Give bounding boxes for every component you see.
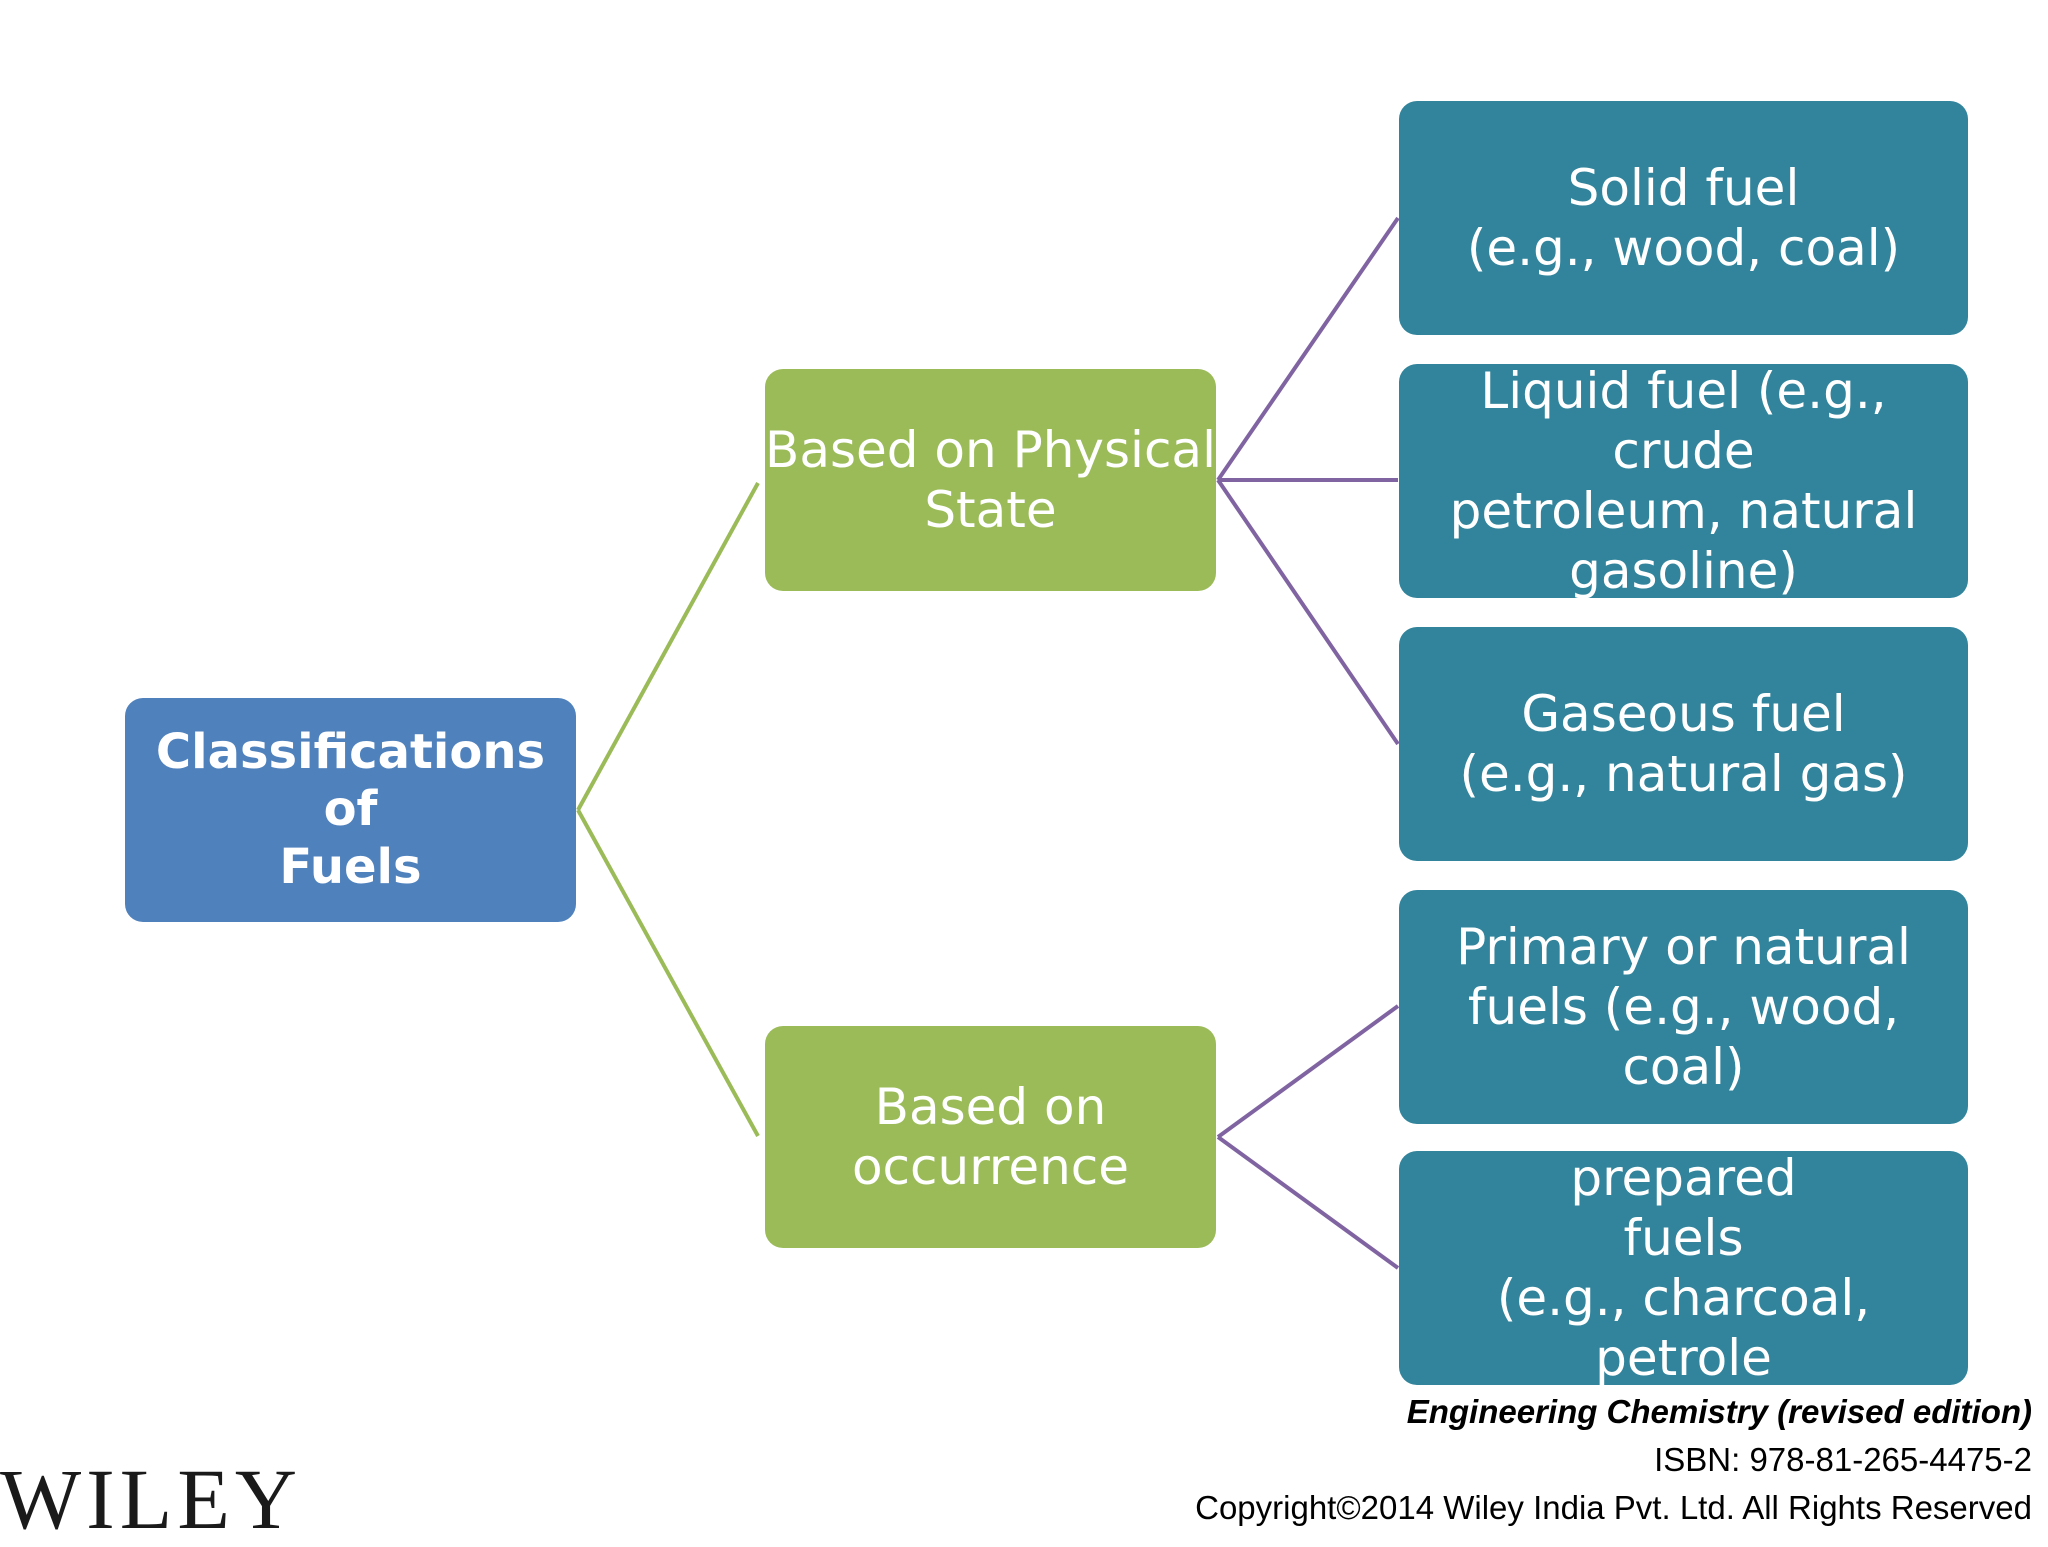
connector-occurrence-to-secondary	[1216, 1135, 1400, 1270]
leaf-node-secondary-fuels: Secondary or prepared fuels (e.g., charc…	[1399, 1151, 1968, 1385]
connector-root-to-occurrence	[576, 809, 760, 1137]
connector-physical-to-solid	[1216, 216, 1400, 482]
branch-node-physical-state: Based on Physical State	[765, 369, 1216, 591]
copyright-text: Copyright©2014 Wiley India Pvt. Ltd. All…	[1195, 1489, 2032, 1526]
citation-block: Engineering Chemistry (revised edition) …	[1195, 1388, 2032, 1532]
leaf-node-primary-fuels: Primary or natural fuels (e.g., wood, co…	[1399, 890, 1968, 1124]
book-title: Engineering Chemistry (revised edition)	[1406, 1393, 2032, 1430]
leaf-node-solid-fuel: Solid fuel (e.g., wood, coal)	[1399, 101, 1968, 335]
connector-physical-to-gaseous	[1216, 478, 1400, 746]
root-node-classifications-of-fuels: Classifications of Fuels	[125, 698, 576, 922]
connector-occurrence-to-primary	[1216, 1004, 1400, 1139]
leaf-node-gaseous-fuel: Gaseous fuel (e.g., natural gas)	[1399, 627, 1968, 861]
leaf-node-liquid-fuel: Liquid fuel (e.g., crude petroleum, natu…	[1399, 362, 1968, 600]
isbn-text: ISBN: 978-81-265-4475-2	[1654, 1441, 2032, 1478]
wiley-logo: WILEY	[0, 1451, 302, 1547]
branch-node-occurrence: Based on occurrence	[765, 1026, 1216, 1248]
connector-root-to-physical-state	[576, 482, 760, 811]
